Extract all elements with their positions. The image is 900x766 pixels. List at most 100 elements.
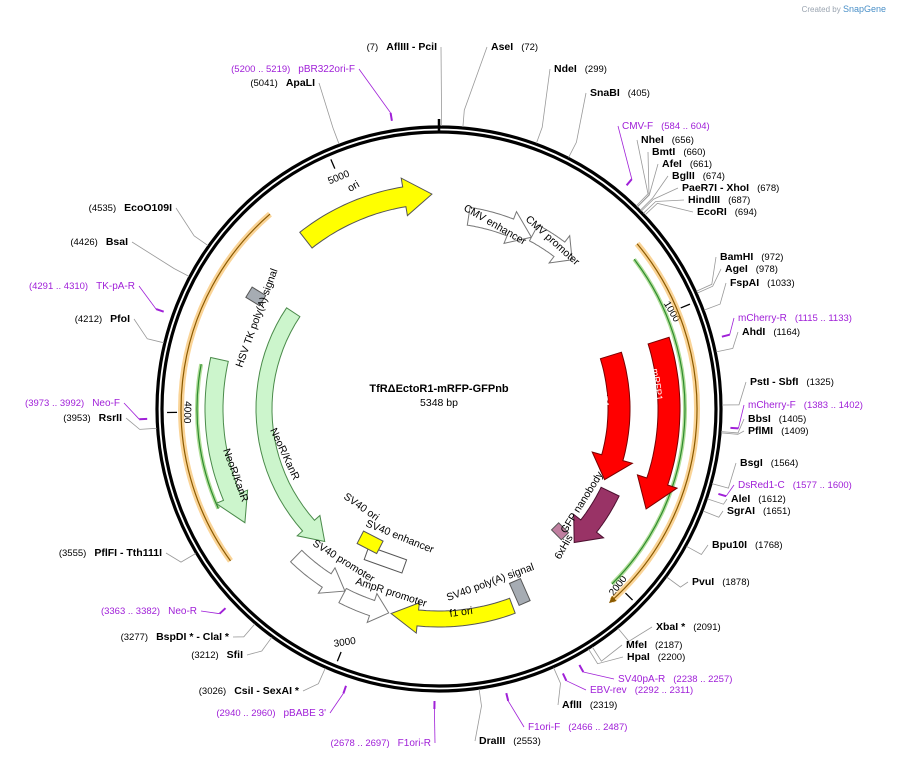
tick-mark: [681, 304, 690, 308]
site-label[interactable]: MfeI(2187): [626, 639, 682, 651]
primer-position: (5200 .. 5219): [231, 64, 290, 75]
site-label[interactable]: (3277) BspDI * - ClaI *: [121, 631, 230, 643]
site-leader: [704, 283, 726, 310]
site-position: (1612): [758, 494, 785, 505]
site-name: RsrII: [99, 412, 122, 424]
site-label[interactable]: (7)AflIII - PciI: [367, 41, 437, 53]
primer-label[interactable]: (3973 .. 3992)Neo-F: [25, 398, 120, 409]
site-label[interactable]: (3026)CsiI - SexAI *: [199, 685, 300, 697]
site-label[interactable]: AleI(1612): [731, 493, 786, 505]
site-label[interactable]: BbsI(1405): [748, 413, 806, 425]
primer-name: EBV-rev: [590, 685, 627, 696]
primer-label[interactable]: (2940 .. 2960)pBABE 3': [216, 708, 326, 719]
primer-label[interactable]: (2678 .. 2697)F1ori-R: [331, 738, 432, 749]
primer-name: Neo-F: [92, 398, 120, 409]
primer-label[interactable]: mCherry-R(1115 .. 1133): [738, 313, 852, 324]
primer-label[interactable]: mCherry-F(1383 .. 1402): [748, 400, 863, 411]
feature-sv40-polya: [509, 579, 530, 606]
site-position: (1325): [806, 377, 833, 388]
primer-label[interactable]: DsRed1-C(1577 .. 1600): [738, 480, 852, 491]
site-position: (972): [761, 252, 783, 263]
primer-name: mCherry-R: [738, 313, 787, 324]
primer-label[interactable]: (5200 .. 5219)pBR322ori-F: [231, 64, 355, 75]
site-name: AflII: [562, 699, 582, 711]
site-position: (978): [756, 264, 778, 275]
site-leader: [166, 553, 196, 562]
primer-label[interactable]: CMV-F (584 .. 604): [622, 121, 710, 132]
site-label[interactable]: (3212)SfiI: [191, 649, 243, 661]
primer-label[interactable]: F1ori-F(2466 .. 2487): [528, 722, 627, 733]
site-label[interactable]: PvuI(1878): [692, 576, 750, 588]
primer-position: (584 .. 604): [661, 121, 710, 132]
site-label[interactable]: (4212)PfoI: [75, 313, 130, 325]
site-label[interactable]: AseI(72): [491, 41, 538, 53]
primer-label[interactable]: (3363 .. 3382)Neo-R: [101, 606, 197, 617]
primer-name: DsRed1-C: [738, 480, 785, 491]
site-label[interactable]: NheI(656): [641, 134, 694, 146]
site-label[interactable]: BglII(674): [672, 170, 725, 182]
primer-leader: [508, 701, 524, 727]
primer-mark: [156, 309, 164, 312]
site-label[interactable]: (3953)RsrII: [63, 412, 122, 424]
snapgene-logo: SnapGene: [843, 4, 886, 14]
site-label[interactable]: HindIII(687): [688, 194, 750, 206]
primer-name: CMV-F: [622, 121, 653, 132]
primer-mark: [220, 608, 226, 614]
site-label[interactable]: AhdI(1164): [742, 326, 800, 338]
site-name: SfiI: [227, 649, 243, 661]
site-position: (2200): [658, 652, 685, 663]
site-leader: [721, 419, 744, 433]
site-name: HpaI: [627, 651, 650, 663]
site-label[interactable]: BamHI(972): [720, 251, 783, 263]
feature-label-sv40-ori: SV40 ori: [341, 491, 381, 524]
primer-mark: [506, 693, 508, 701]
site-label[interactable]: (4535)EcoO109I: [89, 202, 172, 214]
site-label[interactable]: BmtI(660): [652, 146, 706, 158]
site-label[interactable]: FspAI(1033): [730, 277, 795, 289]
site-leader: [703, 511, 723, 517]
site-label[interactable]: DraIII(2553): [479, 735, 541, 747]
site-position: (3026): [199, 686, 226, 697]
site-name: PstI - SbfI: [750, 376, 799, 388]
feature-label-6xhis: 6xHis: [552, 533, 576, 562]
site-leader: [687, 545, 709, 555]
site-leader: [554, 668, 561, 705]
site-label[interactable]: PstI - SbfI (1325): [750, 376, 834, 388]
primer-mark: [563, 673, 566, 680]
site-label[interactable]: AfeI(661): [662, 158, 712, 170]
site-name: NheI: [641, 134, 664, 146]
site-position: (1164): [773, 327, 800, 338]
primer-label[interactable]: EBV-rev(2292 .. 2311): [590, 685, 693, 696]
site-label[interactable]: SgrAI(1651): [727, 505, 790, 517]
site-label[interactable]: (5041)ApaLI: [250, 77, 315, 89]
site-label[interactable]: SnaBI(405): [590, 87, 650, 99]
primer-label[interactable]: SV40pA-R(2238 .. 2257): [618, 674, 732, 685]
site-name: BbsI: [748, 413, 771, 425]
site-label[interactable]: Bpu10I(1768): [712, 539, 782, 551]
site-leader: [319, 83, 339, 144]
site-position: (1564): [771, 458, 798, 469]
primer-position: (2466 .. 2487): [568, 722, 627, 733]
site-label[interactable]: PflMI(1409): [748, 425, 809, 437]
primer-leader: [583, 672, 614, 679]
site-label[interactable]: (4426)BsaI: [70, 236, 128, 248]
primer-position: (4291 .. 4310): [29, 281, 88, 292]
site-label[interactable]: EcoRI(694): [697, 206, 757, 218]
site-label[interactable]: BsgI (1564): [740, 457, 798, 469]
site-label[interactable]: NdeI(299): [554, 63, 607, 75]
feature-label-ori: ori: [346, 178, 362, 194]
site-label[interactable]: PaeR7I - XhoI(678): [682, 182, 779, 194]
tick-mark: [337, 652, 341, 661]
site-label[interactable]: XbaI *(2091): [656, 621, 721, 633]
primer-label[interactable]: (4291 .. 4310)TK-pA-R: [29, 281, 135, 292]
primer-mark: [391, 113, 392, 121]
site-label[interactable]: (3555)PflFI - Tth111I: [59, 547, 162, 559]
site-label[interactable]: AgeI(978): [725, 263, 778, 275]
primer-leader: [124, 403, 139, 419]
site-label[interactable]: HpaI (2200): [627, 651, 685, 663]
site-position: (3277): [121, 632, 148, 643]
site-name: BsgI: [740, 457, 763, 469]
site-label[interactable]: AflII(2319): [562, 699, 617, 711]
site-name: BspDI * - ClaI *: [156, 631, 230, 643]
primer-position: (1383 .. 1402): [804, 400, 863, 411]
